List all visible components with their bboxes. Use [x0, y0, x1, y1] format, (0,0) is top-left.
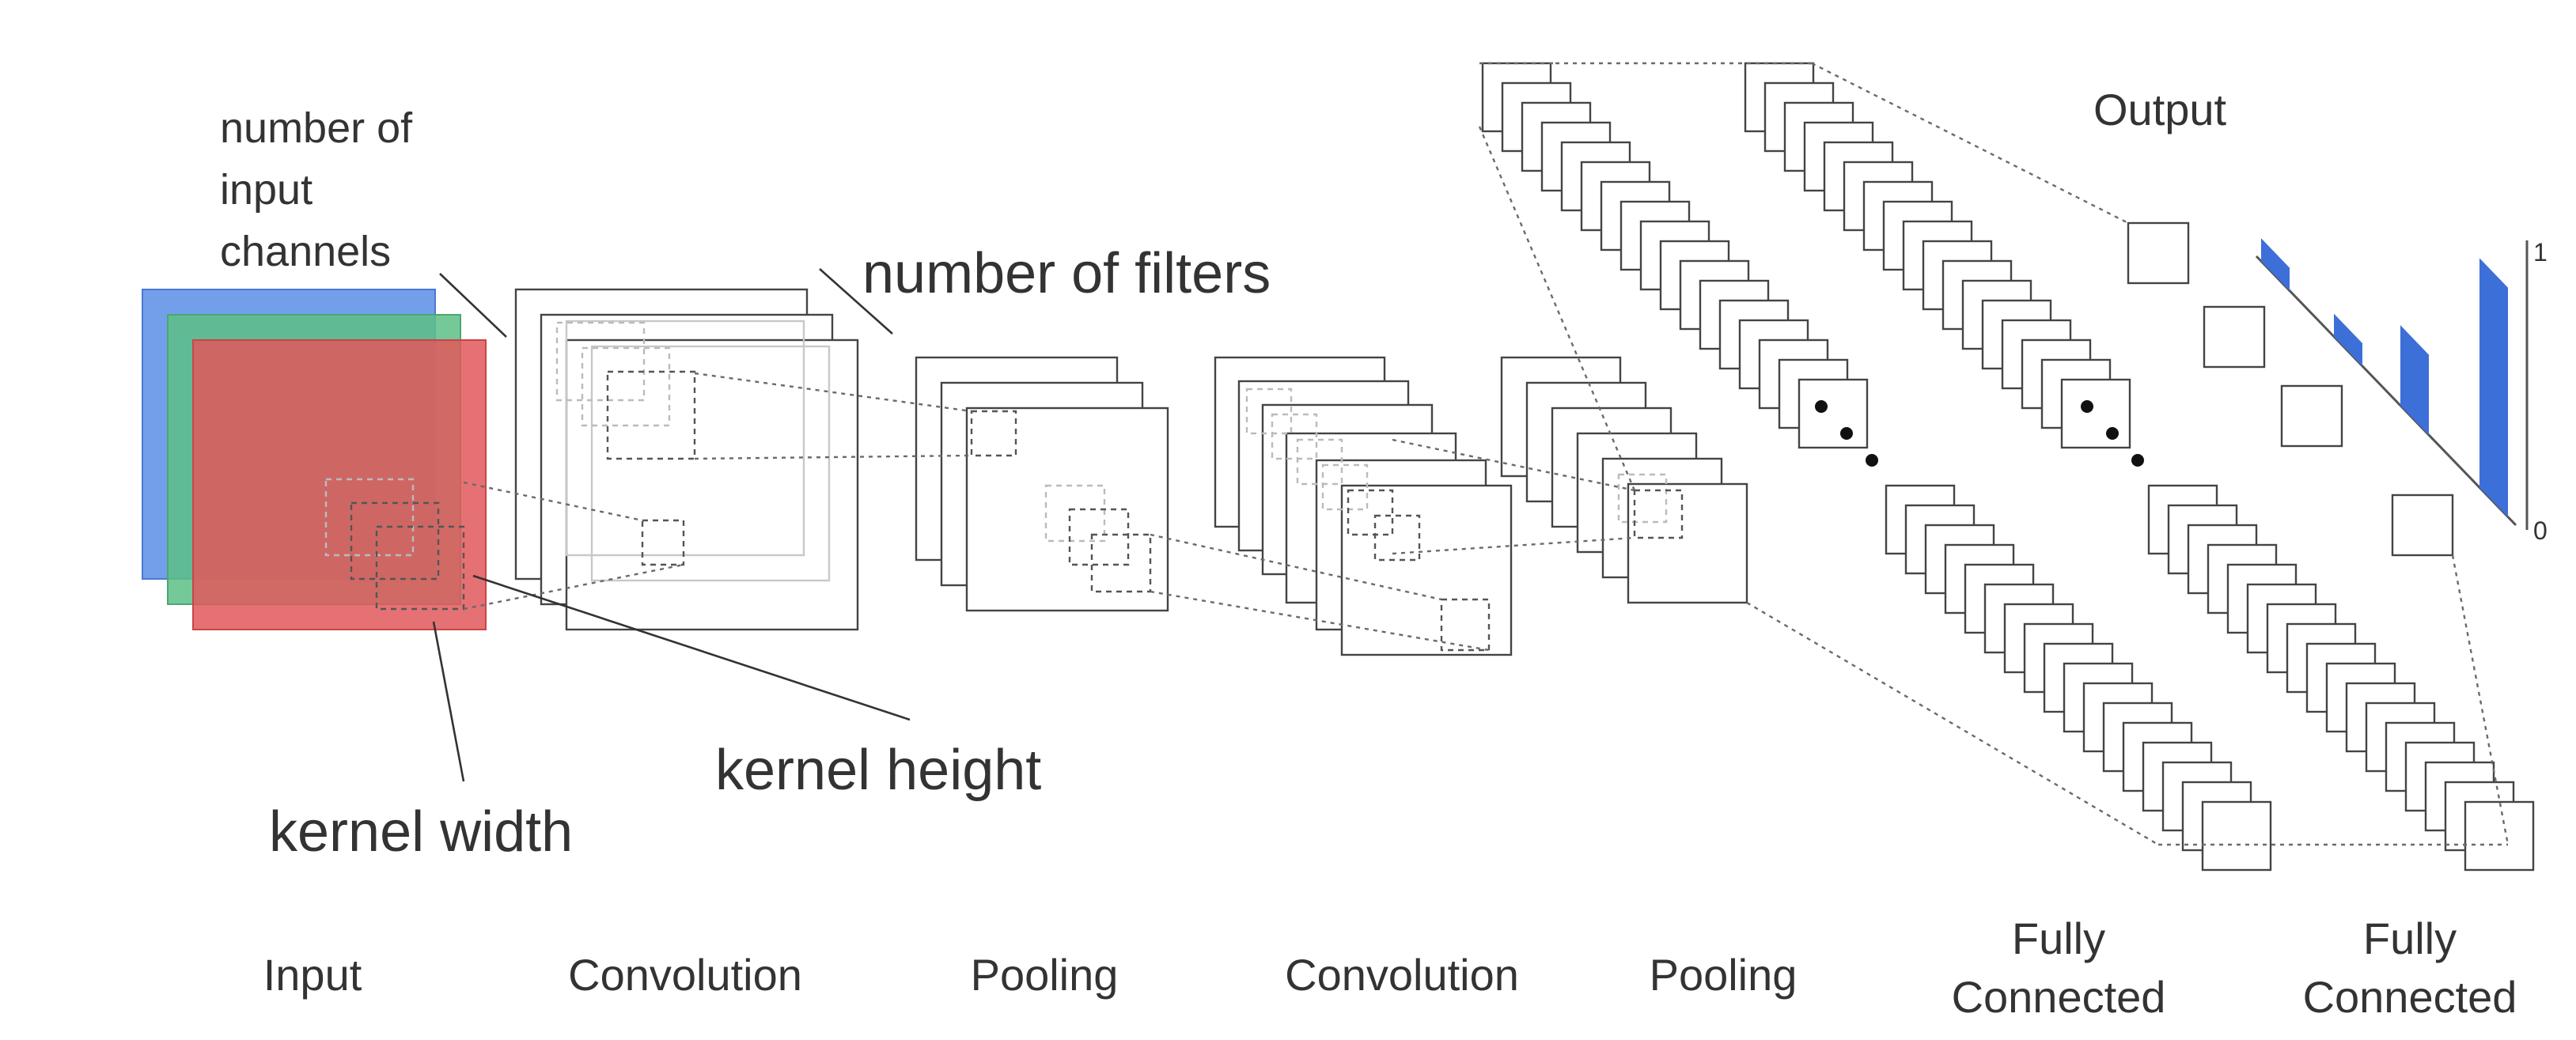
conv2-field-4 [1321, 463, 1369, 511]
pool2-to-fc1-connector-lower-diag [1746, 601, 2159, 846]
output-label: Output [2093, 85, 2227, 134]
pool1-cell-top [970, 410, 1017, 457]
input-receptive-field-back [324, 478, 415, 557]
output-bar-3 [2400, 325, 2429, 436]
conv1-feature-maps [514, 288, 859, 631]
stage-label-pooling-2: Pooling [1650, 950, 1798, 1000]
output-neuron-3 [2280, 384, 2343, 448]
fc2-ellipsis-dot-2 [2106, 427, 2119, 440]
input-volume [142, 289, 487, 630]
conv2-output-cell [1440, 598, 1491, 652]
output-neuron-1 [2127, 221, 2190, 285]
fc2-to-output-connector-bottom [2451, 554, 2510, 845]
stage-label-fc1-line-2: Connected [1952, 972, 2166, 1022]
output-neuron-2 [2203, 305, 2266, 369]
output-axis-bottom-label: 0 [2533, 516, 2548, 545]
fc2-ellipsis-dot-1 [2081, 400, 2093, 413]
fc2-lower-neuron-17 [2464, 800, 2535, 872]
input-receptive-field-front [375, 525, 465, 611]
fc1-upper-neuron-stack [1481, 62, 1869, 449]
conv2-field-3 [1296, 438, 1343, 486]
kernel-height-pointer [472, 574, 911, 721]
input-channels-pointer [439, 273, 507, 338]
input-channels-annotation: number of input channels [220, 104, 507, 338]
pool2-map-6 [1627, 482, 1748, 604]
kernel-height-annotation: kernel height [472, 574, 1041, 802]
fc1-ellipsis-dot-2 [1840, 427, 1853, 440]
input-to-conv1-connector-bottom [463, 563, 684, 611]
stage-label-convolution-1: Convolution [568, 950, 802, 1000]
pool1-field-front [1090, 533, 1152, 593]
filters-annotation: number of filters [819, 242, 1271, 335]
pool2-field-back [1617, 473, 1668, 524]
pool1-map-3 [965, 407, 1169, 612]
conv2-field-2 [1271, 413, 1318, 460]
kernel-height-label: kernel height [715, 739, 1041, 802]
conv1-inner-ghost-2 [590, 345, 831, 582]
fc2-upper-neuron-17 [2060, 378, 2131, 449]
kernel-width-label: kernel width [269, 800, 573, 864]
conv1-field-mid [581, 346, 671, 427]
stage-labels: Input Convolution Pooling Convolution Po… [263, 913, 2517, 1022]
stage-label-fc1-line-1: Fully [2012, 913, 2105, 963]
output-neurons [2127, 221, 2454, 557]
fc2-to-output-connector-top [1811, 62, 2129, 225]
input-channel-red [192, 339, 487, 630]
conv1-inner-ghost-1 [565, 320, 805, 557]
output-bar-1 [2261, 238, 2290, 291]
fc1-lower-neuron-17 [2201, 800, 2272, 872]
fc2-ellipsis-dot-3 [2131, 454, 2144, 467]
input-channels-line-3: channels [220, 228, 391, 275]
conv2-field-5 [1347, 489, 1394, 536]
conv1-to-pool1-connector-top [694, 372, 972, 413]
fc1-ellipsis-dot-1 [1815, 400, 1828, 413]
conv1-field-front [606, 370, 696, 460]
stage-label-pooling-1: Pooling [971, 950, 1119, 1000]
conv2-map-6 [1340, 484, 1513, 656]
conv2-to-pool2-connector-bottom [1392, 536, 1635, 555]
conv1-output-cell [641, 519, 685, 566]
input-channels-line-2: input [220, 166, 313, 214]
conv2-field-1 [1245, 388, 1293, 435]
fc1-lower-neuron-stack [1885, 484, 2272, 872]
fc1-upper-neuron-17 [1798, 378, 1869, 449]
pool1-field-back [1044, 484, 1106, 543]
kernel-width-annotation: kernel width [269, 621, 573, 864]
fc2-lower-neuron-stack [2147, 484, 2535, 872]
conv1-map-3 [565, 338, 859, 631]
output-plot-baseline [2255, 255, 2517, 527]
pool1-field-mid [1068, 508, 1130, 566]
fc2-upper-neuron-stack [1744, 62, 2131, 449]
output-axis-top-label: 1 [2533, 238, 2548, 267]
pool2-field-front [1633, 489, 1684, 539]
conv2-feature-maps [1214, 356, 1513, 656]
output-bars [2261, 238, 2508, 517]
pool2-feature-maps [1500, 356, 1748, 604]
stage-label-input: Input [263, 950, 362, 1000]
pool1-to-conv2-connector-top [1150, 533, 1442, 601]
input-channels-line-1: number of [220, 104, 413, 152]
output-probability-plot: 1 0 [2255, 238, 2548, 545]
conv2-to-pool2-connector-top [1392, 438, 1635, 492]
filters-pointer [819, 268, 893, 335]
input-receptive-field-mid [350, 501, 440, 581]
fc1-ellipsis-dot-3 [1866, 454, 1878, 467]
kernel-width-pointer [432, 621, 465, 782]
conv1-field-back [555, 321, 646, 402]
stage-label-convolution-2: Convolution [1285, 950, 1519, 1000]
conv1-to-pool1-connector-bottom [694, 454, 972, 460]
filters-label: number of filters [862, 242, 1271, 305]
stage-label-fc2-line-1: Fully [2363, 913, 2457, 963]
output-bar-4 [2479, 258, 2508, 517]
stage-label-fc2-line-2: Connected [2303, 972, 2517, 1022]
output-neuron-4 [2391, 494, 2454, 557]
conv2-field-6 [1373, 514, 1421, 562]
output-bar-2 [2334, 313, 2362, 367]
pool1-feature-maps [915, 356, 1169, 612]
